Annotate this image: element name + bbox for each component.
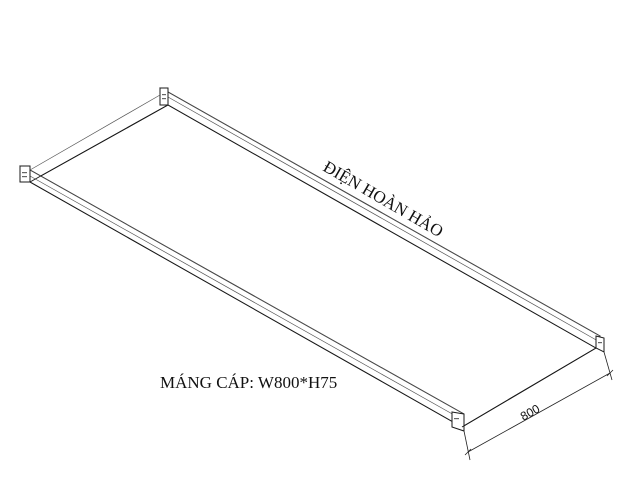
tray-back-flange (159, 87, 605, 353)
tray-front-flange (19, 165, 465, 432)
width-dimension (463, 351, 614, 461)
tray-right-edge (461, 347, 597, 428)
tray-left-edge (29, 104, 169, 183)
width-dimension-label: 800 (518, 401, 543, 423)
tray-spec-caption: MÁNG CÁP: W800*H75 (160, 373, 337, 392)
flange-marks (22, 94, 602, 420)
